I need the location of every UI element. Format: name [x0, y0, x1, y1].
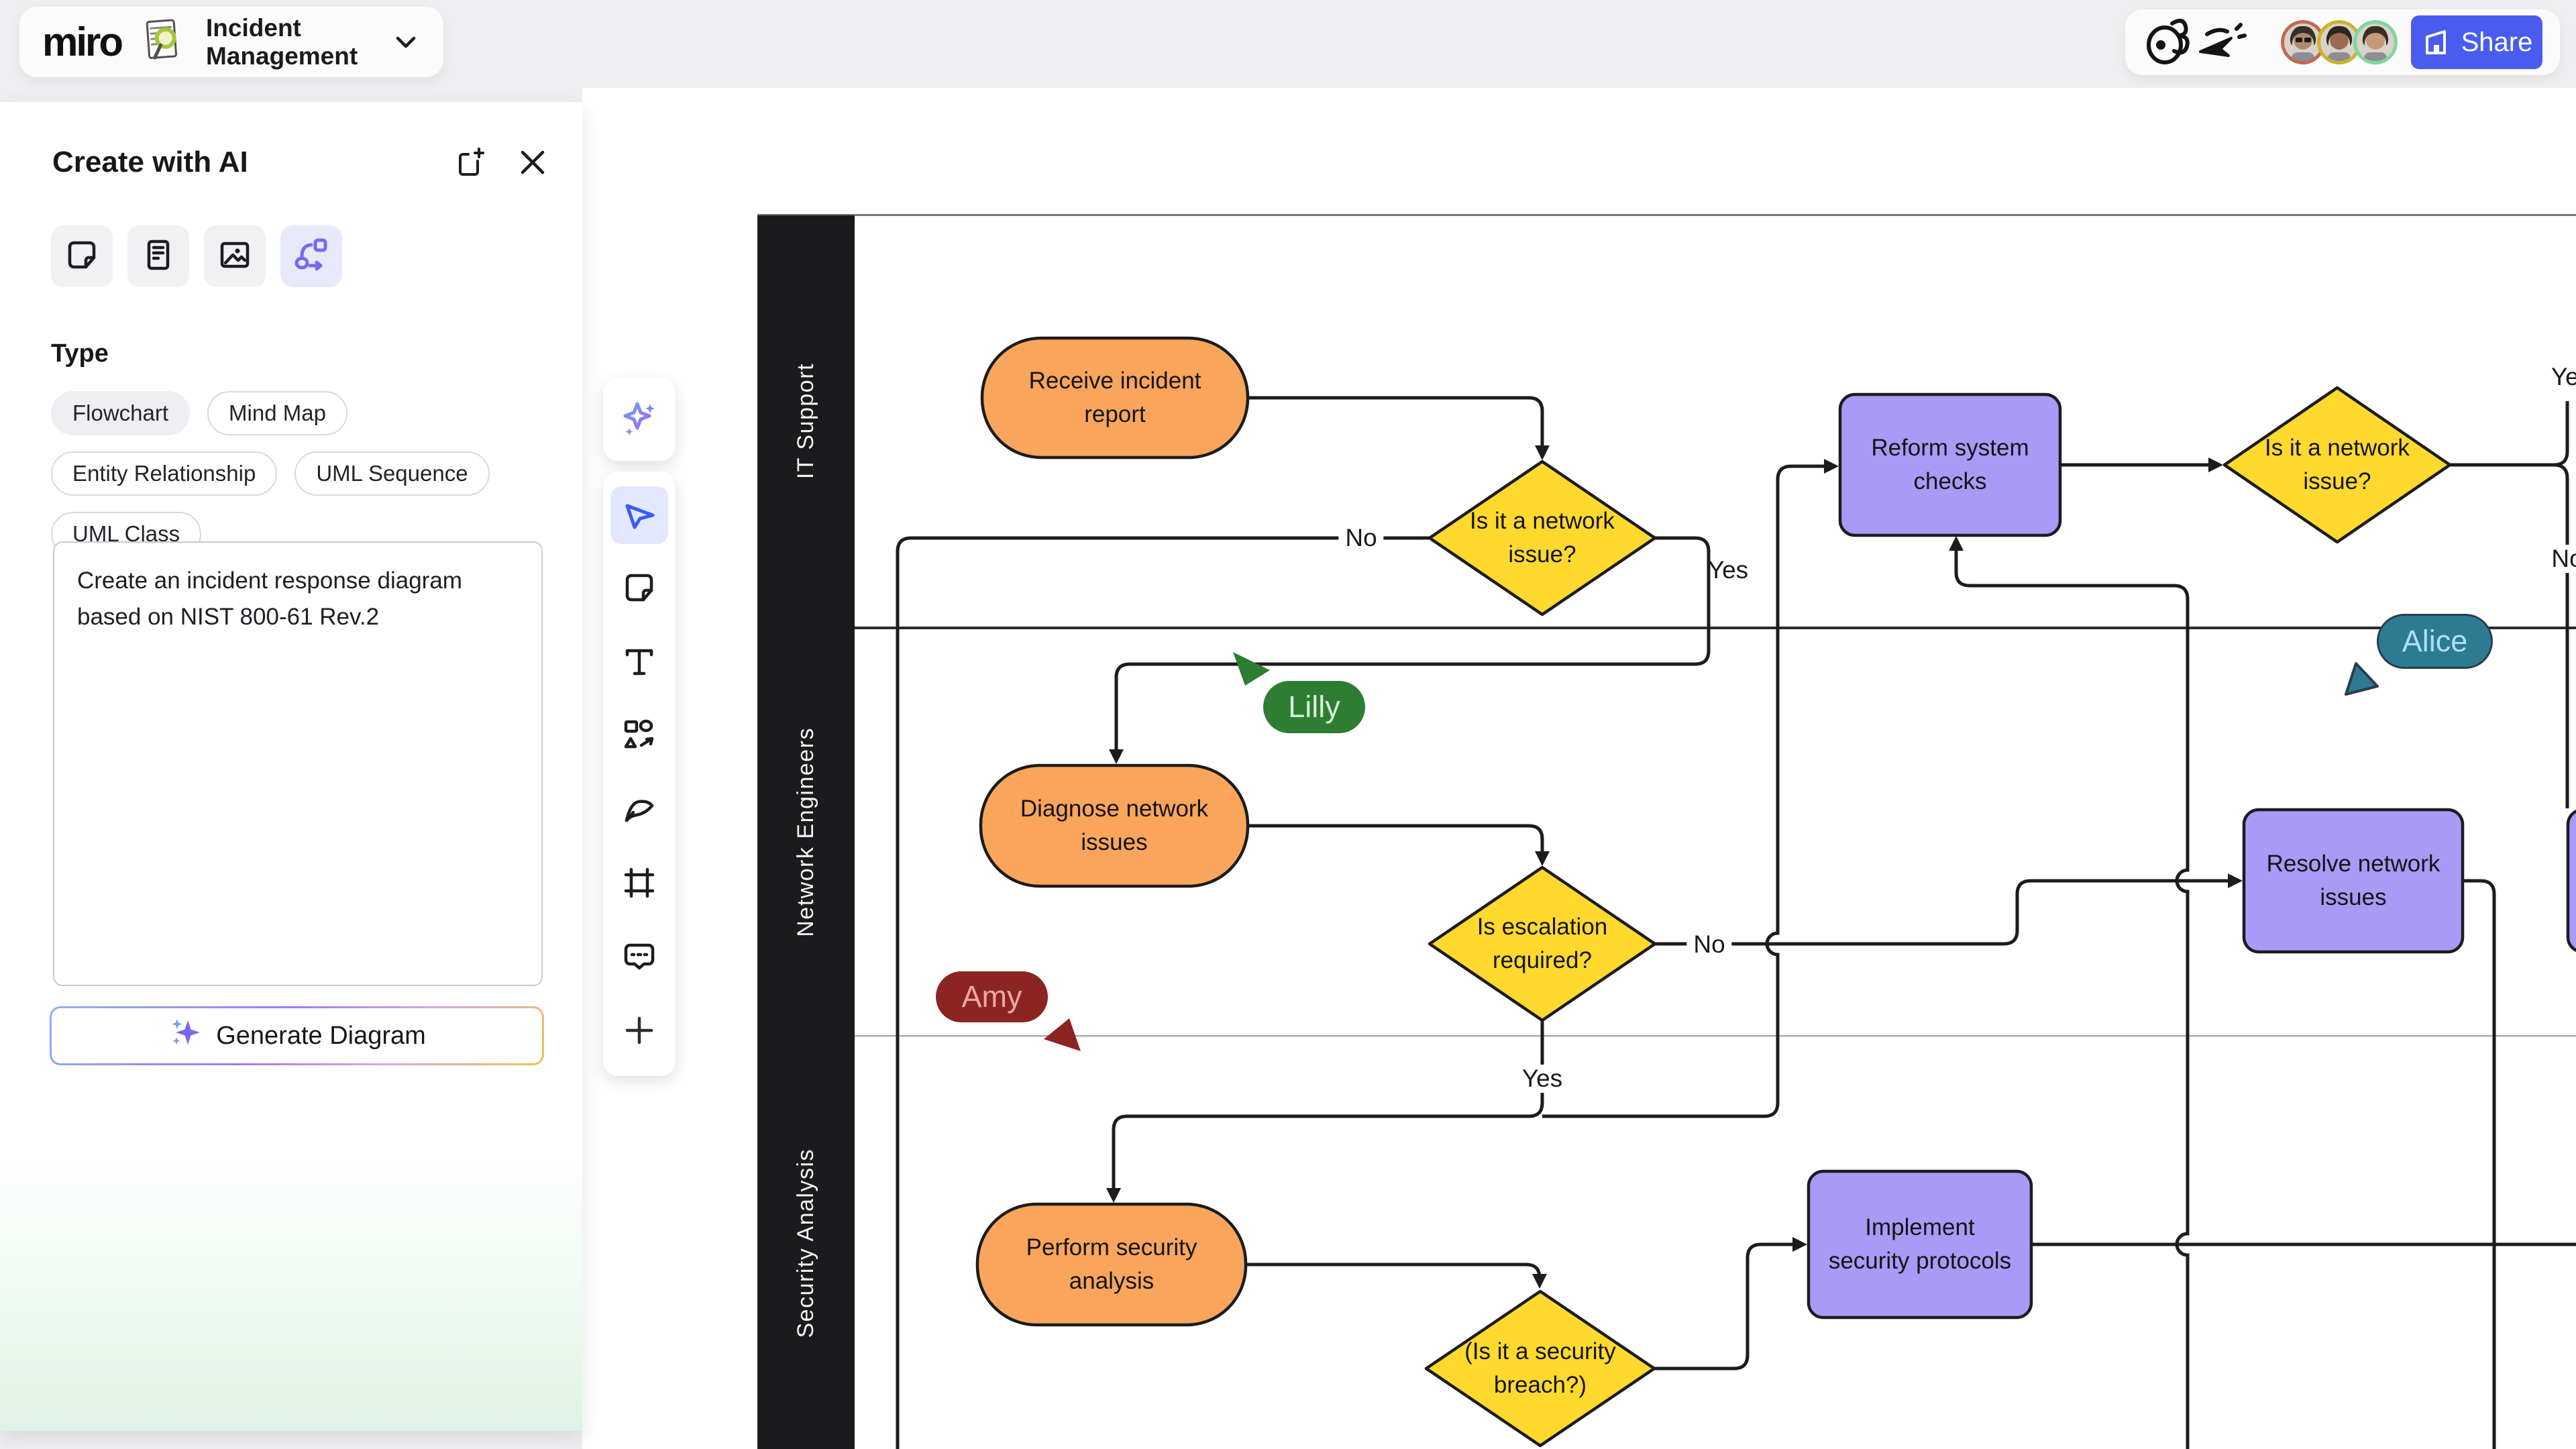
document-tool-button[interactable]: [127, 225, 189, 287]
diagram-tool-button[interactable]: [280, 225, 342, 287]
ai-toolbar-card: [603, 378, 676, 461]
board-doc-icon: [140, 15, 187, 68]
edge-breach-to-implement[interactable]: [1653, 1242, 1795, 1371]
miro-logo[interactable]: miro: [42, 19, 123, 64]
cursor-icon: [621, 495, 658, 536]
generate-diagram-button[interactable]: Generate Diagram: [50, 1006, 544, 1065]
node-perform-security-analysis[interactable]: [975, 1202, 1248, 1327]
text-icon: [622, 644, 657, 682]
main-toolbar-card: [603, 472, 676, 1076]
toolbar-plus-button[interactable]: [610, 1004, 668, 1061]
frame-icon: [622, 865, 657, 904]
toolbar-shapes-button[interactable]: [610, 708, 668, 765]
cursor-pointer-amy: [1044, 1018, 1081, 1051]
arrowhead-feedback-to-reform-bottom: [1949, 536, 1964, 551]
node-resolve-network-issues[interactable]: [2242, 808, 2465, 954]
document-icon: [141, 237, 176, 276]
arrowhead-breach-to-implement: [1792, 1237, 1807, 1252]
board-canvas[interactable]: [582, 88, 2576, 1449]
sticky-note-icon: [622, 570, 657, 608]
node-offscreen-node[interactable]: [2566, 809, 2576, 953]
arrowhead-diagnose-to-escalation: [1535, 851, 1550, 866]
edge-receive-to-diamond1[interactable]: [1248, 396, 1544, 448]
popout-icon[interactable]: [453, 145, 488, 180]
edge-feedback-to-reform-bottom[interactable]: [1954, 548, 2190, 1449]
comment-icon: [621, 938, 657, 978]
image-tool-button[interactable]: [204, 225, 266, 287]
edge-diamond1-no-loop[interactable]: [896, 536, 1430, 1449]
chip-flowchart[interactable]: Flowchart: [51, 391, 191, 435]
generation-source-tools: [51, 225, 582, 287]
node-implement-security-protocols[interactable]: [1807, 1169, 2033, 1320]
sparkle-icon: [168, 1015, 203, 1057]
edge-diamond2-yes-up[interactable]: [2450, 401, 2569, 467]
cursor-pointer-alice: [2345, 662, 2379, 696]
board-title[interactable]: Incident Management: [206, 13, 358, 70]
arrowhead-reform-to-diamond2: [2208, 458, 2223, 472]
panel-title: Create with AI: [52, 146, 248, 178]
node-network-issue-1[interactable]: [1428, 460, 1657, 616]
collaborator-3-avatar[interactable]: [2353, 20, 2398, 64]
arrowhead-escalation-yes-to-perform: [1106, 1188, 1121, 1203]
node-network-issue-2[interactable]: [2222, 386, 2452, 544]
pen-icon: [621, 791, 657, 830]
chevron-down-icon[interactable]: [391, 28, 421, 57]
toolbar-frame-button[interactable]: [610, 856, 668, 914]
ai-prompt-input[interactable]: Create an incident response diagram base…: [53, 541, 543, 986]
swimlane-divider-1: [855, 627, 2576, 629]
sticky-note-tool-button[interactable]: [51, 225, 113, 287]
chip-uml-sequence[interactable]: UML Sequence: [294, 451, 490, 496]
type-label: Type: [51, 339, 109, 368]
close-icon[interactable]: [515, 145, 550, 180]
node-reform-system-checks[interactable]: [1838, 392, 2062, 537]
collaboration-header: Share: [2125, 9, 2560, 75]
arrowhead-branch-to-reform: [1824, 459, 1839, 474]
edge-escalation-yes-to-perform[interactable]: [1112, 1020, 1544, 1191]
image-icon: [217, 237, 252, 276]
node-escalation-required[interactable]: [1428, 865, 1657, 1022]
timer-doodle-icon: [2143, 14, 2257, 71]
chip-mind-map[interactable]: Mind Map: [207, 391, 347, 435]
share-label: Share: [2461, 27, 2533, 57]
arrowhead-escalation-no-to-resolve: [2228, 873, 2243, 888]
node-receive-incident-report[interactable]: [980, 336, 1250, 460]
edge-escalation-no-to-resolve[interactable]: [1654, 879, 2231, 946]
avatar-stack: [2281, 20, 2398, 64]
cursor-pointer-lilly: [1233, 652, 1270, 686]
arrowhead-perform-to-breach: [1532, 1274, 1547, 1289]
ai-create-button[interactable]: [610, 390, 668, 448]
ai-sparkle-icon: [620, 398, 659, 441]
node-security-breach[interactable]: [1424, 1289, 1656, 1448]
shapes-icon: [621, 717, 657, 757]
edge-diamond1-yes-to-diagnose[interactable]: [1114, 536, 1711, 752]
toolbar-text-button[interactable]: [610, 634, 668, 692]
edge-branch-to-reform[interactable]: [1542, 464, 1827, 1118]
toolbar-pen-button[interactable]: [610, 782, 668, 840]
toolbar-comment-button[interactable]: [610, 930, 668, 987]
node-diagnose-network-issues[interactable]: [979, 763, 1250, 888]
plus-icon: [622, 1013, 657, 1051]
toolbar-cursor-button[interactable]: [610, 486, 668, 545]
edge-resolve-down-right[interactable]: [2463, 879, 2496, 1449]
edge-diagnose-to-escalation[interactable]: [1248, 824, 1544, 854]
panel-gradient-glow: [0, 1149, 582, 1431]
share-button[interactable]: Share: [2411, 15, 2542, 69]
sticky-note-icon: [64, 237, 99, 276]
chip-entity-relationship[interactable]: Entity Relationship: [51, 451, 278, 496]
generate-diagram-label: Generate Diagram: [216, 1021, 426, 1050]
edge-perform-to-breach[interactable]: [1246, 1263, 1542, 1279]
edge-diamond2-no-down[interactable]: [2553, 463, 2569, 808]
swimlane-top-border: [757, 214, 2576, 216]
diagram-icon: [292, 236, 330, 277]
arrowhead-receive-to-diamond1: [1535, 445, 1550, 460]
toolbar-sticky-note-button[interactable]: [610, 560, 668, 618]
arrowhead-diamond1-yes-to-diagnose: [1109, 749, 1124, 764]
board-header: miro Incident Management: [19, 7, 443, 77]
swimlane-divider-2: [855, 1035, 2576, 1037]
